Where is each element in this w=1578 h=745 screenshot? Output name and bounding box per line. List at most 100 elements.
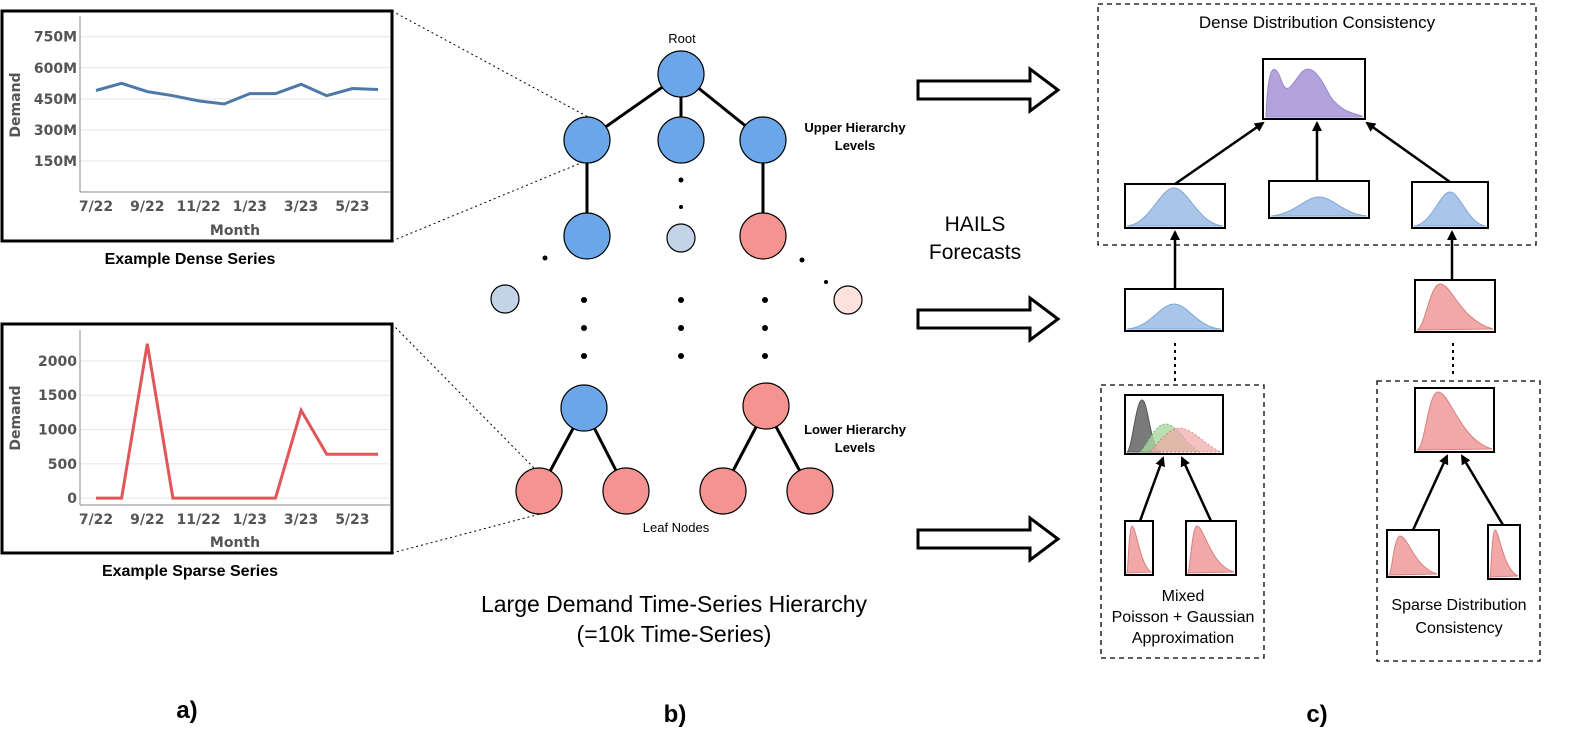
dense-x-tick: 11/22 — [177, 199, 221, 215]
lower-levels-label-1: Lower Hierarchy — [804, 422, 907, 437]
ellipsis-dots — [542, 177, 828, 359]
red-density-1 — [1416, 283, 1494, 331]
dense-y-tick: 300M — [34, 123, 77, 139]
dense-zoom-line-bottom — [391, 159, 589, 242]
node-mid-faded-1 — [666, 223, 696, 253]
node-faded-right — [833, 285, 863, 315]
sparse-consistency-label-2: Consistency — [1415, 620, 1502, 637]
node-leaf-4 — [786, 467, 834, 515]
sparse-y-tick: 1000 — [38, 423, 77, 439]
node-lower-1 — [560, 384, 608, 432]
sparse-x-tick-labels: 7/22 9/22 11/22 1/23 3/23 5/23 — [79, 512, 370, 528]
block-arrow-top — [916, 66, 1061, 114]
node-mid-2 — [739, 212, 787, 260]
blue-density-3 — [1413, 191, 1487, 227]
dense-x-tick: 5/23 — [335, 199, 369, 215]
sparse-y-tick: 1500 — [38, 388, 77, 404]
sparse-zoom-line-top — [391, 323, 539, 473]
hierarchy-title-line-2: (=10k Time-Series) — [577, 621, 772, 647]
dense-y-tick: 450M — [34, 92, 77, 108]
sparse-y-tick: 500 — [48, 457, 77, 473]
node-root — [657, 50, 705, 98]
sparse-consistency-box — [1376, 380, 1541, 662]
sparse-chart-frame — [0, 322, 394, 555]
dense-chart-grid — [80, 36, 390, 162]
sparse-y-tick-labels: 2000 1500 1000 500 0 — [38, 354, 77, 507]
sparse-x-tick: 11/22 — [177, 512, 221, 528]
node-mid-1 — [563, 212, 611, 260]
dense-caption: Example Dense Series — [105, 251, 276, 268]
blue-density-2 — [1270, 196, 1368, 217]
dense-y-tick: 600M — [34, 61, 77, 77]
panel-a-label: a) — [176, 697, 197, 724]
node-lower-2 — [742, 382, 790, 430]
dense-y-tick: 750M — [34, 30, 77, 46]
dense-y-axis-label: Demand — [8, 72, 24, 137]
mixed-label-line-2: Poisson + Gaussian — [1112, 609, 1255, 626]
leaf-nodes-label: Leaf Nodes — [643, 520, 710, 535]
sparse-x-tick: 3/23 — [284, 512, 318, 528]
dense-x-axis-label: Month — [210, 223, 260, 239]
distribution-boxes — [1124, 58, 1521, 580]
sparse-consistency-label-1: Sparse Distribution — [1391, 597, 1526, 614]
dense-x-tick-labels: 7/22 9/22 11/22 1/23 3/23 5/23 — [79, 199, 370, 215]
dense-consistency-title: Dense Distribution Consistency — [1199, 13, 1436, 32]
node-upper-3 — [739, 116, 787, 164]
sparse-zoom-line-bottom — [391, 513, 541, 554]
red-density-leaf-1 — [1126, 525, 1153, 574]
red-density-leaf-3 — [1387, 535, 1438, 576]
lower-levels-label-2: Levels — [835, 440, 875, 455]
dense-x-tick: 3/23 — [284, 199, 318, 215]
hails-label-line-2: Forecasts — [929, 241, 1021, 264]
hails-forecast-arrows: HAILS Forecasts — [916, 66, 1061, 563]
dense-zoom-line-top — [391, 10, 591, 119]
panel-c: Dense Distribution Consistency — [1097, 3, 1541, 728]
red-dotted-density — [1148, 427, 1222, 453]
node-faded-left — [490, 284, 520, 314]
dense-chart-frame — [0, 9, 394, 243]
block-arrow-bottom — [916, 515, 1061, 563]
sparse-y-tick: 0 — [67, 491, 77, 507]
sparse-y-tick: 2000 — [38, 354, 77, 370]
hails-label-line-1: HAILS — [945, 213, 1006, 236]
tree-nodes — [490, 50, 863, 515]
hierarchy-title-line-1: Large Demand Time-Series Hierarchy — [481, 591, 868, 617]
sparse-x-tick: 7/22 — [79, 512, 113, 528]
panel-b-label: b) — [664, 701, 687, 728]
dense-x-tick: 7/22 — [79, 199, 113, 215]
mixed-label-line-1: Mixed — [1162, 588, 1205, 605]
purple-density — [1265, 68, 1363, 118]
upper-levels-label-2: Levels — [835, 138, 875, 153]
root-label: Root — [668, 31, 696, 46]
block-arrow-middle — [916, 295, 1061, 343]
red-density-leaf-4 — [1489, 529, 1519, 578]
sparse-x-axis-label: Month — [210, 535, 260, 551]
dense-y-tick-labels: 750M 600M 450M 300M 150M — [34, 30, 77, 170]
red-density-leaf-2 — [1186, 525, 1235, 574]
sparse-y-axis-label: Demand — [8, 385, 24, 450]
blue-density-4 — [1126, 303, 1222, 330]
node-leaf-1 — [515, 467, 563, 515]
sparse-series-line — [96, 343, 378, 500]
blue-density-1 — [1126, 187, 1224, 227]
node-upper-1 — [563, 116, 611, 164]
node-upper-2 — [657, 116, 705, 164]
dense-x-tick: 1/23 — [233, 199, 267, 215]
sparse-caption: Example Sparse Series — [102, 563, 278, 580]
dense-series-line — [95, 81, 379, 106]
dense-x-tick: 9/22 — [130, 199, 164, 215]
mixed-approx-box — [1100, 384, 1265, 659]
sparse-x-tick: 1/23 — [233, 512, 267, 528]
panel-a: 750M 600M 450M 300M 150M 7/22 9/22 11/22 1/23 3/… — [0, 9, 591, 724]
dense-y-tick: 150M — [34, 154, 77, 170]
sparse-x-tick: 9/22 — [130, 512, 164, 528]
aggregation-arrows — [1138, 121, 1505, 531]
sparse-x-tick: 5/23 — [335, 512, 369, 528]
upper-levels-label-1: Upper Hierarchy — [804, 120, 906, 135]
panel-c-label: c) — [1306, 701, 1327, 728]
node-leaf-2 — [602, 467, 650, 515]
mixed-label-line-3: Approximation — [1132, 630, 1234, 647]
panel-b: Root Upper Hierarchy Levels Lower Hierar… — [481, 31, 907, 728]
node-leaf-3 — [699, 467, 747, 515]
